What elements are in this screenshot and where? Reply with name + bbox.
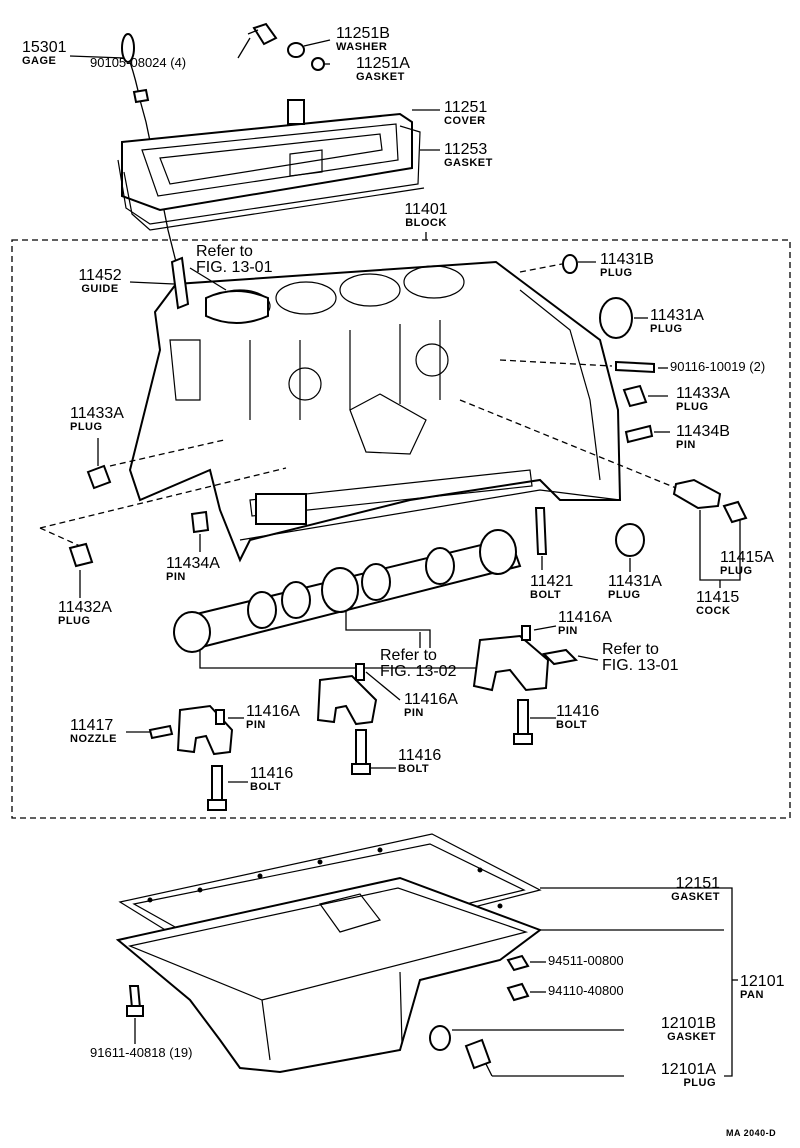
leader-15301 [69, 55, 125, 59]
leader-11452 [129, 281, 175, 285]
nut-94110 [506, 982, 530, 1002]
bolt-11421 [534, 507, 548, 555]
plug-11415A [722, 500, 748, 524]
plug-11433A-left [86, 464, 112, 490]
bolt-11416-middle [355, 729, 367, 765]
plug-11431B [562, 254, 578, 274]
nozzle [148, 724, 174, 740]
block-assembly-frame [11, 239, 791, 819]
cover-bolt [247, 22, 278, 46]
label-94511: 94511-00800 [548, 953, 624, 968]
dipstick-guide [170, 256, 190, 310]
leader-90105 [237, 37, 251, 59]
plug-11431A-top [599, 297, 633, 339]
pin-11434A [190, 510, 210, 534]
drain-gasket [429, 1025, 451, 1051]
oil-pan [115, 876, 543, 1074]
pan-bracket [724, 887, 733, 1077]
plug-11433A-right [622, 384, 648, 408]
label-90105: 90105-08024 (4) [90, 55, 187, 70]
label-90116: 90116-10019 (2) [670, 359, 766, 374]
pin-11434B [624, 424, 654, 444]
bolt-11416-left [211, 765, 223, 801]
label-91611: 91611-40818 (19) [90, 1045, 193, 1060]
pan-bolt [128, 985, 142, 1009]
bearing-cap-middle [316, 663, 378, 726]
cover-gasket [117, 125, 425, 231]
camshaft-bracket [199, 646, 505, 669]
bearing-cap-left [176, 704, 234, 756]
small-gasket [311, 57, 325, 71]
bolt-11416-right [517, 699, 529, 735]
plug-11431A-lower [615, 523, 645, 557]
engine-block [128, 260, 622, 563]
washer [287, 42, 305, 58]
label-94110: 94110-40800 [548, 983, 624, 998]
drawing-code: MA 2040-D [726, 1128, 777, 1138]
drain-plug [464, 1038, 492, 1070]
camshaft [173, 529, 522, 653]
washer-94511 [506, 954, 530, 972]
bearing-cap-right [472, 625, 579, 692]
plug-11432A [68, 542, 94, 568]
valve-cover [121, 99, 413, 212]
stud-90116 [615, 360, 655, 374]
drain-cock [672, 478, 722, 510]
